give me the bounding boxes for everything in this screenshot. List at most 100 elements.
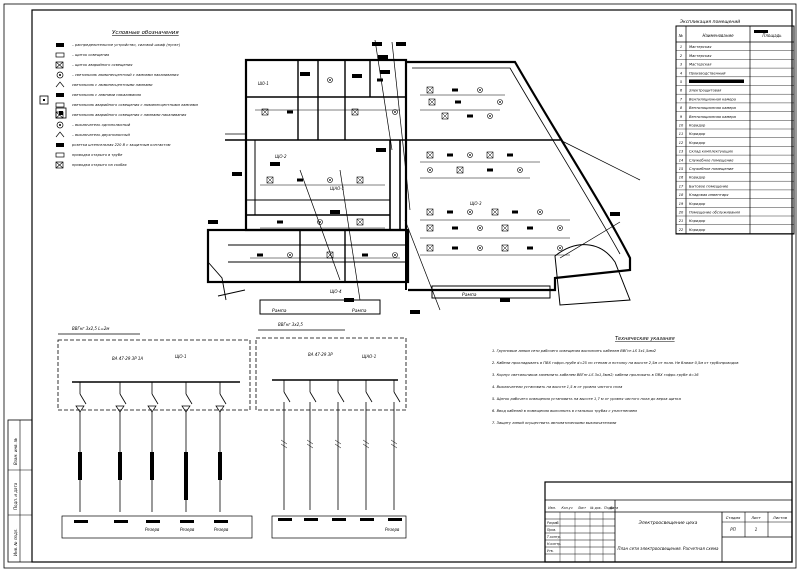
legend-item-label: проводка открыто на скобах [72, 163, 128, 167]
legend-symbol-icon [55, 161, 64, 169]
spec-row-number: 6 [680, 89, 683, 93]
spec-row-number: 11 [679, 132, 684, 136]
spec-row-name: Кладовая инвентаря [689, 193, 729, 197]
plan-fixture-icon [257, 253, 263, 257]
plan-fixture-icon [467, 114, 473, 118]
inner-frame [31, 9, 793, 563]
building-lower-block [206, 228, 410, 284]
panel-label-2: ЩО-2 [275, 154, 287, 159]
ramp-strip-right [431, 285, 551, 299]
title-block-role: Пров. [547, 528, 556, 532]
spec-row-name: Коридор [689, 176, 706, 180]
spec-row-number: 4 [680, 71, 683, 75]
spec-table: Экспликация помещений № Наименование Пло… [675, 19, 795, 235]
spec-header-num: № [678, 33, 683, 38]
note-item: 3. Корпус светильников заземлить кабелем… [492, 373, 699, 377]
plan-fixture-icon [426, 86, 434, 94]
schematic-left-feeder: ВВГнг 3х2,5 L=2м [72, 326, 109, 331]
title-block-col-header: Изм. [548, 506, 556, 510]
plan-fixture-icon [487, 168, 493, 172]
spec-row-name: Вентиляционная камера [689, 115, 736, 119]
spec-row-name: Служебное помещение [689, 158, 734, 162]
ramp-label-1: Рампа [272, 308, 287, 314]
schematic-left-group-3: Резерв [214, 527, 229, 532]
outer-frame [3, 3, 797, 569]
title-block-sheet-label: Лист [750, 515, 761, 520]
title-block-role: Т.контр. [547, 535, 561, 539]
building-right-wing [406, 60, 632, 292]
spec-header-area: Площадь [762, 33, 782, 38]
panel-label-5: ЩО-4 [330, 289, 342, 294]
plan-fixture-icon [426, 208, 434, 216]
spec-row-name: Бытовое помещение [689, 184, 729, 188]
schematic-left-breaker: ВА 47-29 3Р 1А [112, 356, 143, 361]
plan-fixture-icon [501, 224, 509, 232]
plan-fixture-icon [266, 176, 274, 184]
title-block-sheet-number: 1 [755, 527, 758, 532]
legend-item-label: – щиток аварийного освещения [72, 63, 133, 67]
legend-symbol-icon [55, 61, 64, 69]
plan-fixture-icon [537, 209, 543, 215]
spec-row-number: 20 [679, 211, 684, 215]
legend-symbol-icon [56, 71, 64, 79]
title-block-col-header: Подп. [604, 506, 614, 510]
plan-fixture-icon [507, 153, 513, 157]
plan-fixture-icon [517, 167, 523, 173]
legend: Условные обозначения – распределительное… [39, 30, 198, 169]
ramp-label-3: Рампа [462, 292, 477, 298]
plan-fixture-icon [527, 246, 533, 250]
plan-fixture-icon [491, 208, 499, 216]
spec-row-number: 7 [680, 97, 683, 101]
plan-fixture-icon [327, 177, 333, 183]
ramp-label-2: Рампа [352, 308, 367, 314]
spec-row-number: 10 [679, 124, 684, 128]
legend-item-label: – распределительное устройство, силовой … [72, 43, 181, 47]
plan-fixture-icon [452, 246, 458, 250]
title-block-col-header: Дата [609, 506, 618, 510]
spec-row-name: Мастерская [689, 54, 712, 58]
building-right-wing-inner [412, 67, 621, 255]
plan-fixture-icon [501, 244, 509, 252]
floor-plan: Рампа Рампа Рампа Ш0-1 ЩО-2 ЩАО-1 ЩО-3 Щ… [206, 39, 641, 315]
technical-notes: Технические указания 1. Групповые линии … [492, 336, 738, 425]
schematic-branch [74, 382, 88, 523]
title-block-col-header: № док. [589, 506, 601, 510]
plan-fixture-icon [441, 112, 449, 120]
legend-title: Условные обозначения [112, 30, 179, 36]
plan-fixture-icon [477, 245, 483, 251]
legend-item-label: – светильник люминесцентный с лампами на… [72, 73, 179, 77]
legend-item-label: светильник аварийного освещения с лампам… [72, 113, 187, 117]
title-block-role: Утв. [547, 549, 554, 553]
spec-row-number: 9 [680, 115, 683, 119]
spec-row-name: Коридор [689, 141, 706, 145]
plan-fixture-icon [426, 224, 434, 232]
schematic-right: ВВГнг 3х2,5 ВА 47-29 3Р ЩАО-1 Резерв [255, 322, 407, 539]
legend-item-label: – выключатель однополюсный [72, 123, 131, 127]
legend-item-label: светильник аварийного освещения с люмине… [72, 103, 198, 107]
spec-row-number: 15 [679, 167, 684, 171]
spec-row-name: Коридор [689, 219, 706, 223]
plan-panel-icons [208, 42, 620, 314]
legend-item-label: розетка штепсельная 220 В с защитным кон… [71, 143, 171, 147]
schematic-branch [388, 380, 402, 521]
plan-fixture-icon [447, 153, 453, 157]
spec-row-number: 14 [679, 158, 684, 162]
side-stamp-text-2: Подп. и дата [13, 482, 18, 510]
schematic-branch [214, 382, 228, 523]
notes-title: Технические указания [615, 336, 675, 342]
spec-row-name: Склад комплектующих [689, 150, 734, 154]
legend-side-symbols [39, 95, 67, 119]
schematic-branch [278, 380, 292, 521]
plan-fixture-icon [557, 245, 563, 251]
spec-row-number: 12 [679, 141, 684, 145]
spec-header-name: Наименование [702, 33, 734, 38]
note-item: 1. Групповые линии сети рабочего освещен… [492, 349, 657, 353]
plan-fixture-icon [527, 226, 533, 230]
title-block-stage-value: РП [730, 527, 735, 532]
schematic-left-group-2: Резерв [180, 527, 195, 532]
title-block-col-header: Лист [577, 506, 586, 510]
plan-wiring [250, 39, 641, 311]
title-block-col-header: Кол.уч [561, 506, 572, 510]
title-block-role: Разраб. [547, 521, 560, 525]
plan-fixture-icon [467, 209, 473, 215]
